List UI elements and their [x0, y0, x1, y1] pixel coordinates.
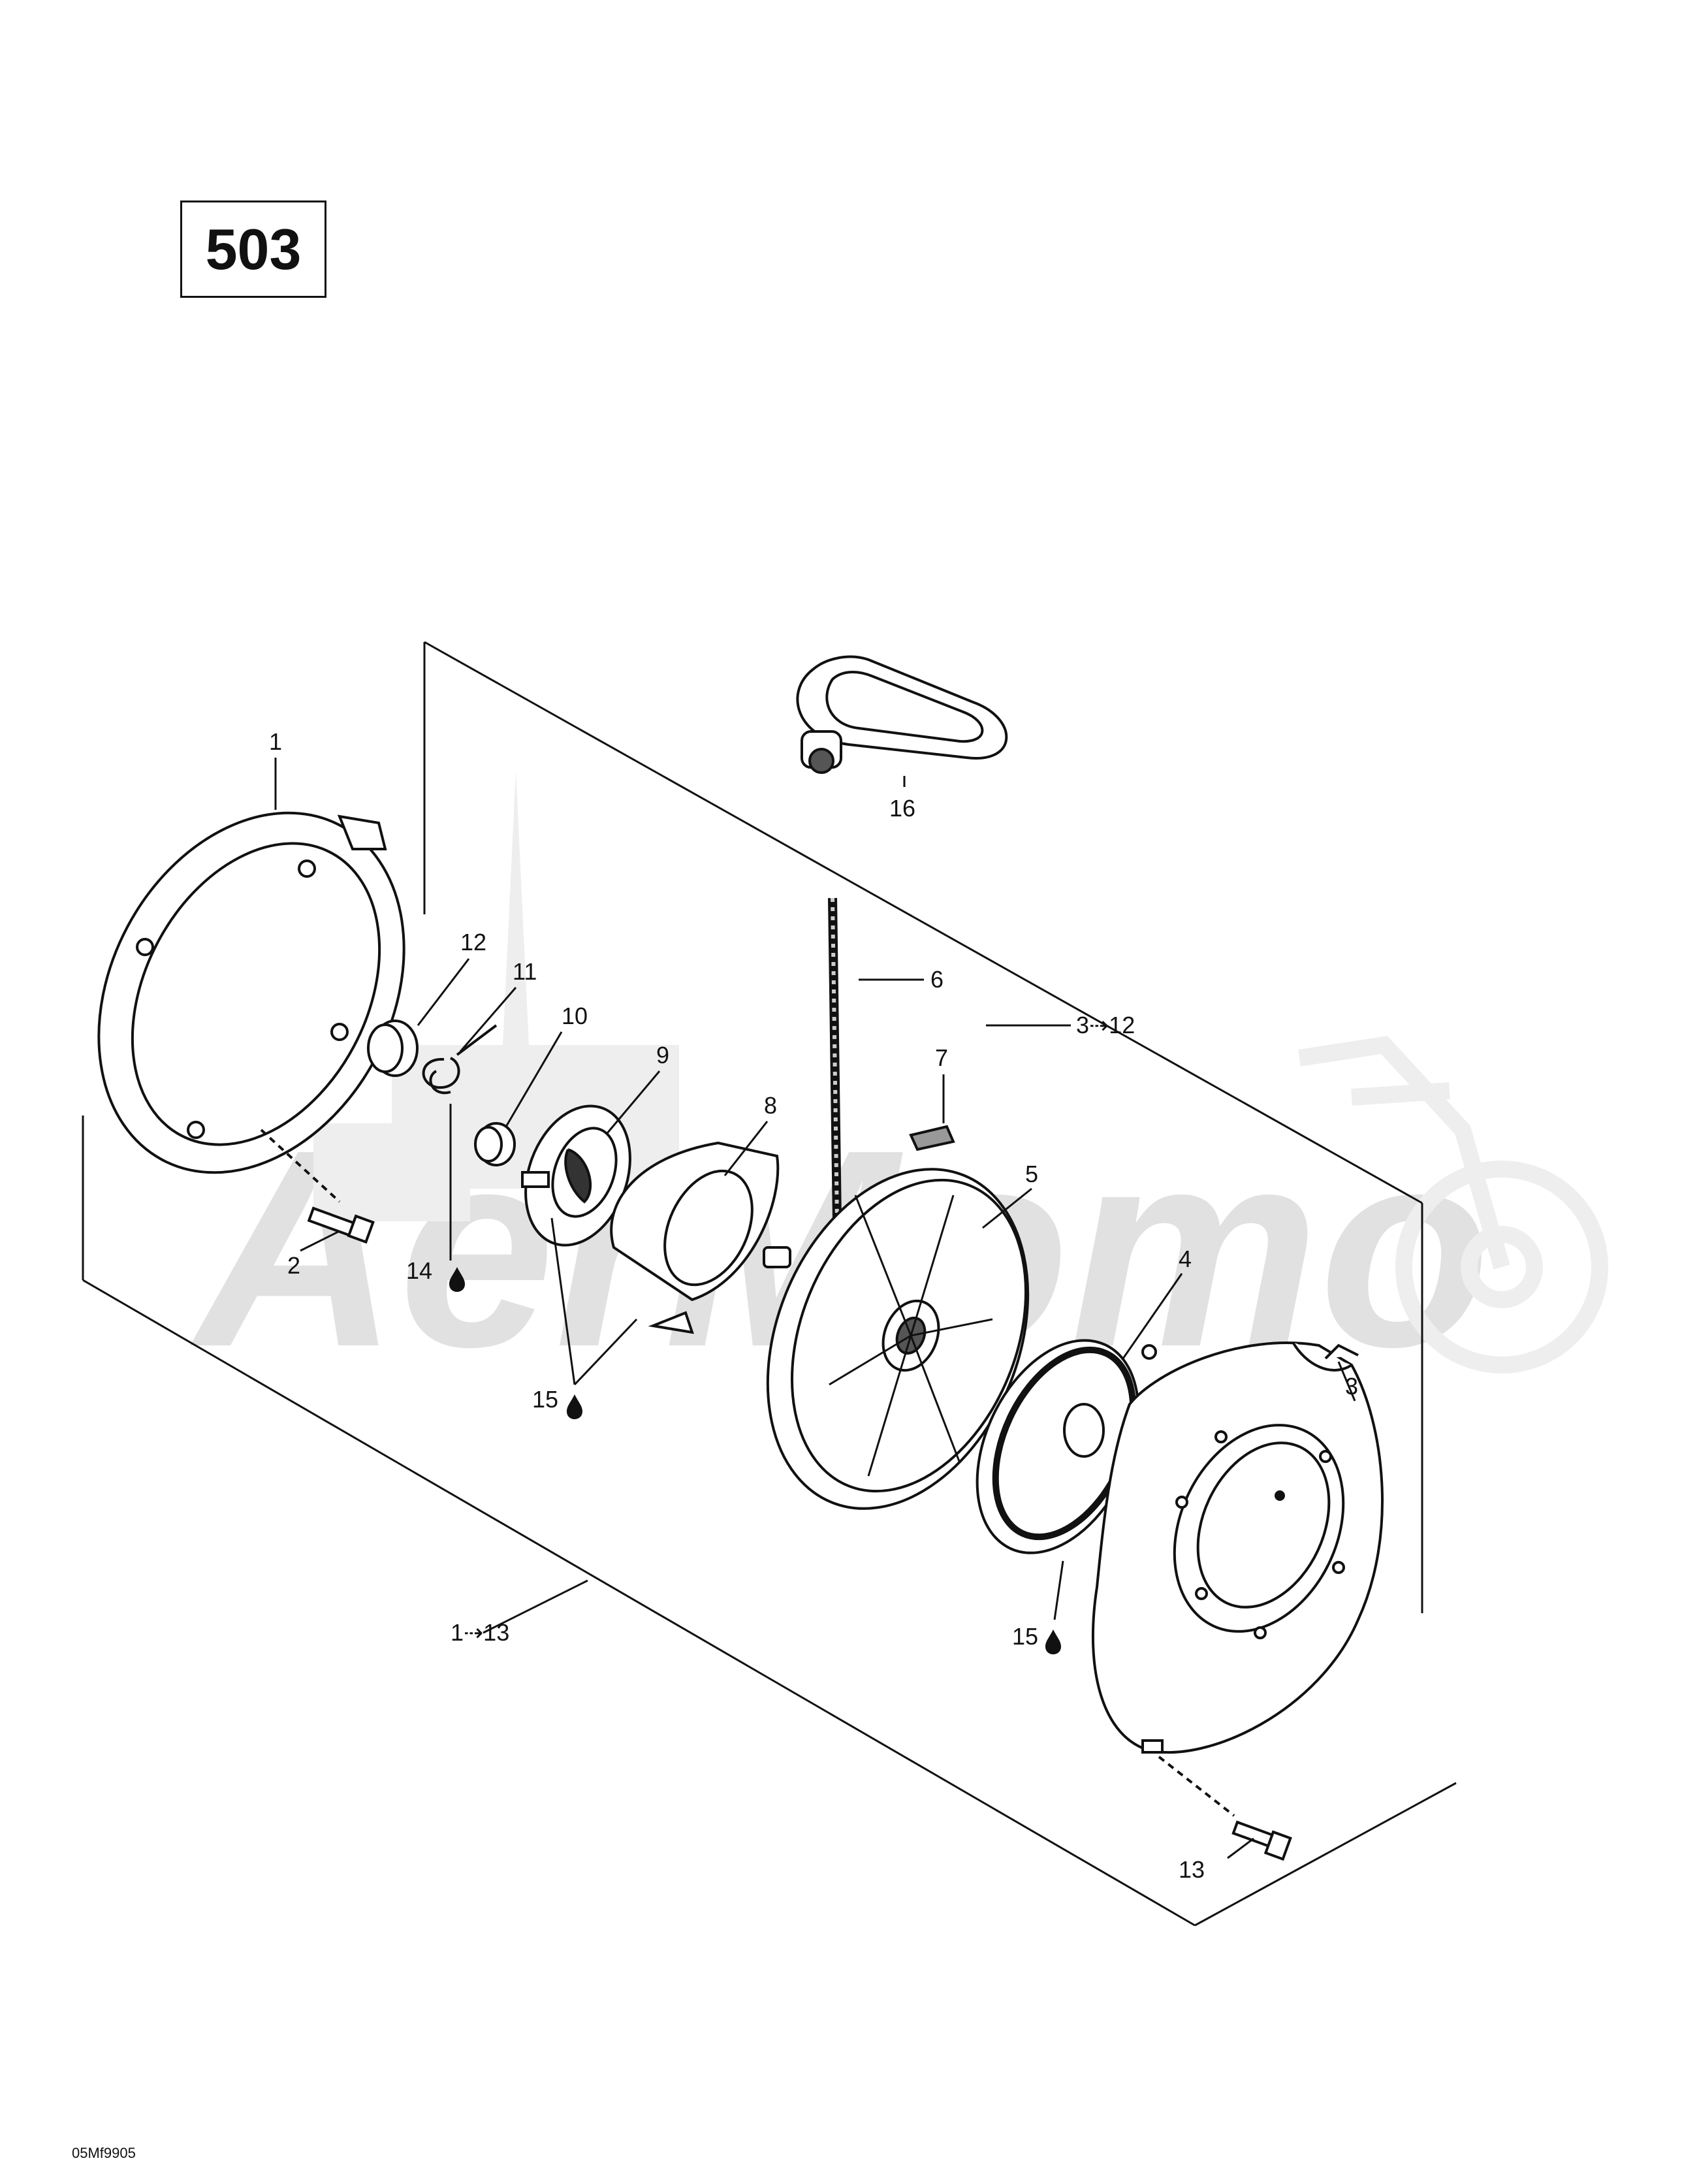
kit-bracket-lines [82, 641, 1457, 1927]
callout-1: 1 [269, 728, 282, 755]
callout-13: 13 [1179, 1856, 1205, 1883]
leader-lines [274, 758, 1356, 1859]
callout-12: 12 [460, 929, 486, 956]
starter-housing [1091, 1341, 1384, 1754]
flange-screw [1158, 1756, 1292, 1861]
callout-16: 16 [889, 795, 915, 822]
lubricant-drops [449, 1267, 1061, 1654]
pawl-spring [422, 1024, 498, 1095]
callout-15: 15 [532, 1386, 558, 1413]
callouts: 1 2 3 4 5 6 7 8 9 10 11 12 13 14 15 15 1… [269, 728, 1358, 1883]
callout-4: 4 [1179, 1245, 1192, 1272]
rear-housing-ring [97, 811, 405, 1174]
watermark-motorcycle [1298, 1036, 1608, 1373]
callout-6: 6 [930, 966, 944, 993]
kit-1-13-leader [483, 1579, 588, 1634]
callout-2: 2 [287, 1252, 300, 1279]
callout-11: 11 [513, 958, 537, 985]
callout-14: 14 [406, 1257, 432, 1284]
callout-7: 7 [935, 1044, 948, 1071]
spacer [367, 1020, 419, 1077]
recoil-spring [976, 1339, 1157, 1554]
kit-label-3-12: 3⇢12 [1076, 1012, 1135, 1038]
pawl [521, 1104, 631, 1247]
page-number: 503 [205, 216, 302, 281]
starter-rope [828, 897, 842, 1222]
rope-sheave [766, 1168, 1030, 1510]
callout-9: 9 [656, 1042, 669, 1068]
screw-2 [260, 1129, 375, 1244]
sheave-spokes [829, 1195, 993, 1477]
pawl-lock [610, 1141, 791, 1334]
drawing-code: 05Mf9905 [72, 2145, 136, 2161]
callout-8: 8 [764, 1092, 777, 1119]
rope-lock [909, 1125, 955, 1151]
callout-10: 10 [562, 1003, 588, 1029]
oil-drop-icon [567, 1394, 582, 1419]
callout-5: 5 [1025, 1161, 1038, 1187]
oil-drop-icon [1045, 1630, 1061, 1654]
kit-label-1-13: 1⇢13 [451, 1619, 509, 1646]
rope-handle [796, 655, 1008, 774]
watermark-tower [313, 771, 679, 1221]
callout-3: 3 [1345, 1373, 1358, 1400]
oil-drop-icon [449, 1267, 465, 1292]
bushing [474, 1122, 516, 1166]
page-number-box: 503 [180, 201, 326, 298]
callout-15: 15 [1012, 1623, 1038, 1650]
